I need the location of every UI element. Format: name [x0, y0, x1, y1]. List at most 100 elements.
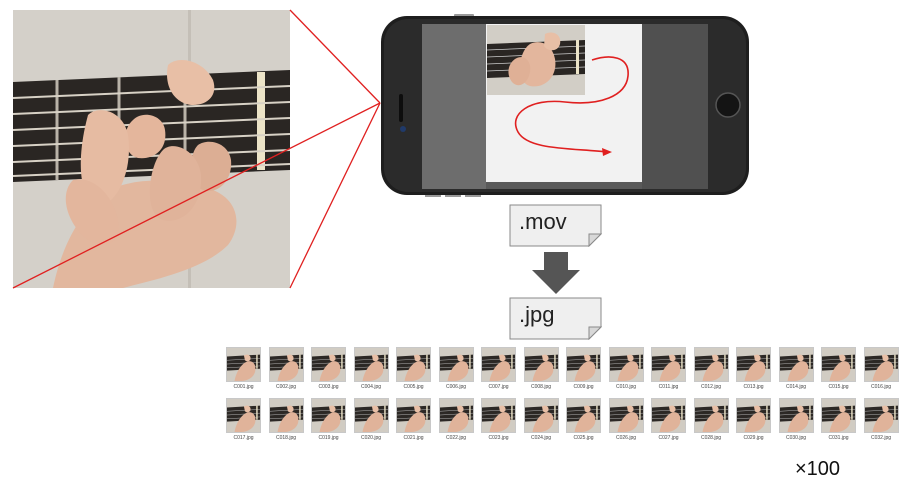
thumbnail-image [651, 398, 686, 433]
image-thumbnail[interactable]: C024.jpg [523, 398, 559, 443]
image-thumbnail[interactable]: C026.jpg [608, 398, 644, 443]
image-thumbnail[interactable]: C008.jpg [523, 347, 559, 392]
thumbnail-image [438, 398, 474, 433]
image-thumbnail[interactable]: C032.jpg [863, 398, 899, 443]
speaker [399, 94, 403, 122]
thumbnail-filename: C024.jpg [530, 435, 551, 441]
image-thumbnail[interactable]: C011.jpg [651, 347, 686, 392]
thumbnail-filename: C025.jpg [573, 435, 594, 441]
image-thumbnail[interactable]: C006.jpg [438, 347, 474, 392]
image-thumbnail[interactable]: C031.jpg [821, 398, 856, 443]
image-thumbnail[interactable]: C005.jpg [396, 347, 431, 392]
image-thumbnail[interactable]: C020.jpg [353, 398, 389, 443]
image-thumbnail[interactable]: C019.jpg [311, 398, 346, 443]
image-thumbnail[interactable]: C016.jpg [863, 347, 899, 392]
thumbnail-image [523, 347, 559, 382]
image-thumbnail[interactable]: C010.jpg [608, 347, 644, 392]
multiplier-label: ×100 [795, 458, 841, 480]
thumbnail-filename: C012.jpg [700, 384, 721, 390]
image-thumbnail[interactable]: C014.jpg [778, 347, 814, 392]
thumbnail-image [396, 398, 431, 433]
mov-file-icon: .mov [509, 204, 603, 248]
home-button-icon [715, 92, 741, 118]
thumbnail-image [821, 398, 856, 433]
thumbnail-filename: C031.jpg [828, 435, 849, 441]
mov-file-label: .mov [519, 209, 567, 234]
thumbnail-image [268, 347, 304, 382]
image-thumbnail[interactable]: C030.jpg [778, 398, 814, 443]
image-thumbnail[interactable]: C001.jpg [226, 347, 261, 392]
thumbnail-filename: C009.jpg [573, 384, 594, 390]
thumbnail-image [778, 398, 814, 433]
thumbnail-filename: C016.jpg [870, 384, 891, 390]
front-camera-icon [400, 126, 406, 132]
thumbnail-image [821, 347, 856, 382]
image-thumbnail[interactable]: C015.jpg [821, 347, 856, 392]
jpg-file-label: .jpg [519, 302, 555, 327]
scan-path-arrowhead [602, 148, 612, 156]
thumbnail-filename: C023.jpg [488, 435, 509, 441]
image-thumbnail[interactable]: C007.jpg [481, 347, 516, 392]
image-thumbnail[interactable]: C028.jpg [693, 398, 729, 443]
thumbnail-image [268, 398, 304, 433]
image-thumbnail[interactable]: C022.jpg [438, 398, 474, 443]
image-thumbnail[interactable]: C018.jpg [268, 398, 304, 443]
thumbnail-image [353, 398, 389, 433]
thumbnail-image [693, 398, 729, 433]
thumbnail-image [736, 398, 771, 433]
thumbnail-filename: C028.jpg [700, 435, 721, 441]
thumbnail-filename: C002.jpg [275, 384, 296, 390]
thumbnail-filename: C022.jpg [445, 435, 466, 441]
thumbnail-filename: C029.jpg [743, 435, 764, 441]
scan-path [514, 56, 629, 153]
thumbnail-image [226, 398, 261, 433]
thumbnail-filename: C030.jpg [785, 435, 806, 441]
zoom-line-bottom [289, 102, 381, 289]
thumbnail-filename: C013.jpg [743, 384, 764, 390]
thumbnail-filename: C011.jpg [658, 384, 679, 390]
thumbnail-image [226, 347, 261, 382]
image-thumbnail[interactable]: C012.jpg [693, 347, 729, 392]
image-thumbnail[interactable]: C029.jpg [736, 398, 771, 443]
image-thumbnail[interactable]: C004.jpg [353, 347, 389, 392]
image-thumbnail[interactable]: C027.jpg [651, 398, 686, 443]
thumbnail-image [481, 398, 516, 433]
thumbnail-filename: C018.jpg [275, 435, 296, 441]
guitar-hand-illustration [13, 10, 290, 288]
thumbnail-image [608, 347, 644, 382]
thumbnail-image [353, 347, 389, 382]
screen-guitar-thumbnail [486, 25, 586, 95]
image-thumbnail[interactable]: C013.jpg [736, 347, 771, 392]
thumbnail-filename: C008.jpg [530, 384, 551, 390]
image-thumbnail[interactable]: C025.jpg [566, 398, 601, 443]
down-arrow-icon [532, 252, 580, 294]
thumbnail-filename: C004.jpg [360, 384, 381, 390]
smartphone [381, 14, 749, 197]
image-thumbnail[interactable]: C023.jpg [481, 398, 516, 443]
thumbnail-filename: C027.jpg [658, 435, 679, 441]
guitar-chord-photo [13, 10, 290, 288]
image-thumbnail[interactable]: C003.jpg [311, 347, 346, 392]
thumbnail-image [311, 398, 346, 433]
thumbnail-filename: C005.jpg [403, 384, 424, 390]
thumbnail-filename: C003.jpg [318, 384, 339, 390]
thumbnail-filename: C021.jpg [403, 435, 424, 441]
thumbnail-image [566, 347, 601, 382]
image-thumbnail[interactable]: C002.jpg [268, 347, 304, 392]
thumbnail-filename: C015.jpg [828, 384, 849, 390]
thumbnail-image [693, 347, 729, 382]
image-thumbnail[interactable]: C021.jpg [396, 398, 431, 443]
thumbnail-image [863, 347, 899, 382]
thumbnail-filename: C006.jpg [445, 384, 466, 390]
thumbnail-image [523, 398, 559, 433]
image-thumbnail[interactable]: C009.jpg [566, 347, 601, 392]
thumbnail-image [736, 347, 771, 382]
thumbnail-filename: C007.jpg [488, 384, 509, 390]
zoom-line-top [289, 9, 381, 104]
thumbnail-filename: C020.jpg [360, 435, 381, 441]
thumbnail-image [608, 398, 644, 433]
thumbnail-image [311, 347, 346, 382]
thumbnail-image [778, 347, 814, 382]
image-thumbnail[interactable]: C017.jpg [226, 398, 261, 443]
thumbnail-image [396, 347, 431, 382]
